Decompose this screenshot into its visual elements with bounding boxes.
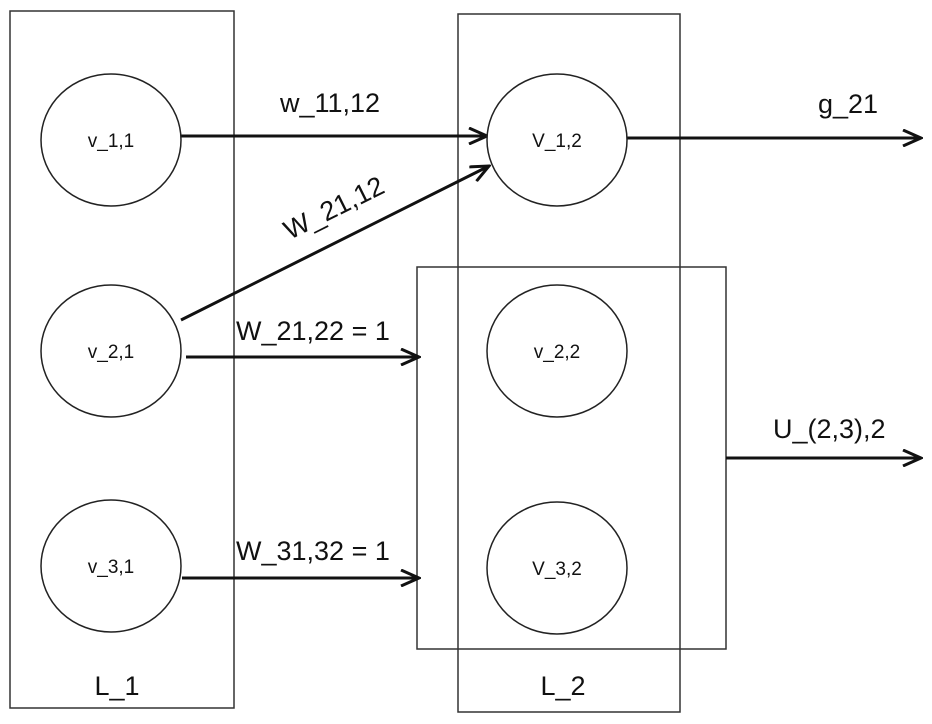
node-label-v11: v_1,1 (88, 131, 134, 152)
node-label-v12: V_1,2 (532, 131, 582, 152)
edge-label-w11-12: w_11,12 (279, 88, 380, 118)
edge-label-g21: g_21 (818, 89, 878, 119)
edge-w21-12 (180, 166, 489, 322)
node-label-v22: v_2,2 (534, 342, 580, 363)
node-v31 (40, 499, 182, 633)
node-label-v32: V_3,2 (532, 559, 582, 580)
node-v32 (486, 501, 628, 635)
layer-box-l1 (9, 10, 235, 709)
edge-label-w21-12: W_21,12 (279, 170, 389, 245)
node-v12 (486, 73, 628, 207)
edge-label-w31-32: W_31,32 = 1 (236, 536, 390, 566)
layer-label-l2: L_2 (540, 671, 585, 701)
node-v21 (40, 284, 182, 418)
node-label-v21: v_2,1 (88, 342, 134, 363)
layer-box-l2 (457, 13, 681, 713)
node-v22 (486, 284, 628, 418)
edge-label-w21-22: W_21,22 = 1 (236, 316, 390, 346)
layer-label-l1: L_1 (94, 671, 139, 701)
node-label-v31: v_3,1 (88, 557, 134, 578)
edge-label-u23-2: U_(2,3),2 (773, 414, 886, 444)
node-v11 (40, 73, 182, 207)
